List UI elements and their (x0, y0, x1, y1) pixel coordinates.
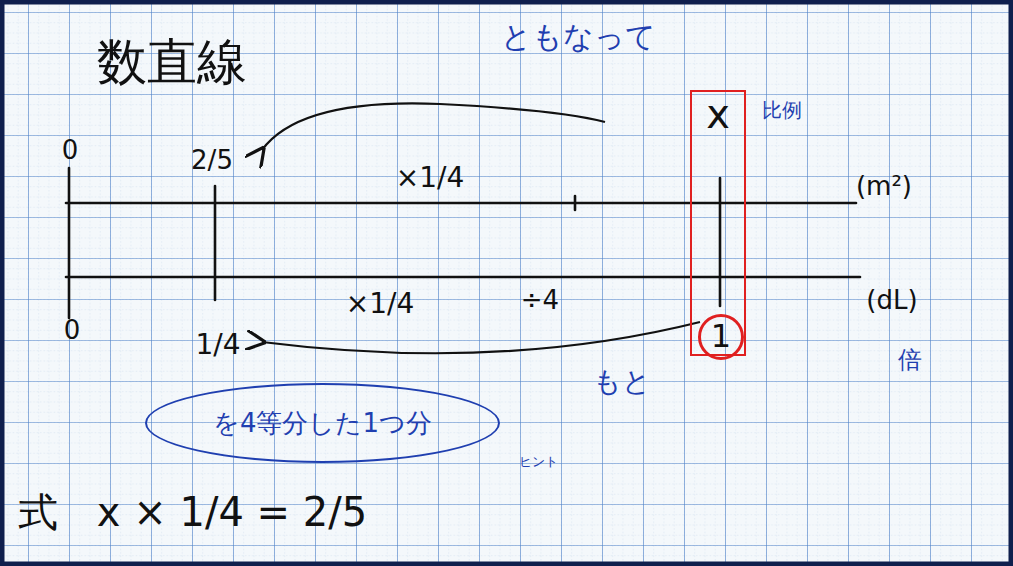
quarter-tick (214, 186, 217, 300)
label: 1/4 (195, 330, 240, 361)
label: 比例 (762, 99, 802, 121)
label: (dL) (866, 286, 917, 315)
highlight-box: x1 (690, 90, 746, 356)
title: 数直線 (97, 35, 247, 90)
circle-mark: 1 (698, 314, 744, 360)
label: 2/5 (191, 146, 233, 175)
label: 0 (64, 316, 81, 345)
label: 式 (18, 490, 58, 534)
ellipse-note: を4等分した1つ分 (145, 383, 500, 463)
label: x × 1/4 = 2/5 (97, 490, 367, 534)
label: (m²) (856, 172, 912, 201)
label: 倍 (898, 347, 922, 373)
label: ×1/4 (396, 163, 465, 194)
node-text: x (706, 92, 730, 136)
lower-number-line (66, 276, 860, 279)
node-text: 1 (711, 319, 731, 354)
label: 0 (62, 136, 79, 165)
label: ×1/4 (346, 289, 415, 320)
upper-arc (262, 103, 605, 150)
zero-tick (68, 168, 71, 318)
small-tick (574, 196, 577, 210)
label: もと (593, 367, 651, 398)
label: ÷4 (521, 286, 559, 315)
lower-arc (262, 322, 700, 353)
node-text: を4等分した1つ分 (213, 409, 432, 438)
label: ともなって (501, 20, 656, 53)
one-tick (719, 178, 722, 306)
upper-number-line (66, 202, 856, 205)
label: ヒント (519, 455, 558, 469)
